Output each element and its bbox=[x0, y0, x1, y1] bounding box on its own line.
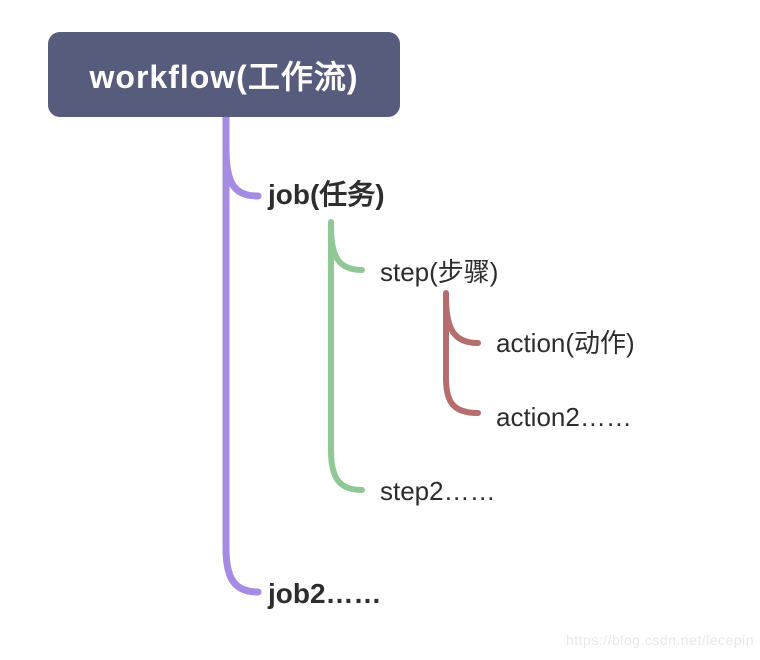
node-step2[interactable]: step2…… bbox=[380, 476, 496, 506]
node-job2[interactable]: job2…… bbox=[268, 578, 382, 609]
node-job[interactable]: job(任务) bbox=[268, 179, 385, 210]
connector-branch-to-action bbox=[443, 293, 481, 346]
connector-trunk-step-to-action2 bbox=[443, 290, 481, 416]
node-action2[interactable]: action2…… bbox=[496, 402, 632, 432]
connector-branch-to-job bbox=[222, 144, 262, 200]
connector-branch-to-step bbox=[328, 223, 365, 273]
node-workflow[interactable]: workflow(工作流) bbox=[48, 32, 400, 117]
node-action[interactable]: action(动作) bbox=[496, 328, 635, 358]
node-step[interactable]: step(步骤) bbox=[380, 257, 499, 287]
connector-trunk-job-to-step2 bbox=[328, 219, 365, 493]
connector-trunk-workflow-to-job2 bbox=[222, 113, 262, 596]
node-workflow-label: workflow(工作流) bbox=[89, 58, 359, 95]
watermark: https://blog.csdn.net/lecepin bbox=[565, 632, 754, 648]
